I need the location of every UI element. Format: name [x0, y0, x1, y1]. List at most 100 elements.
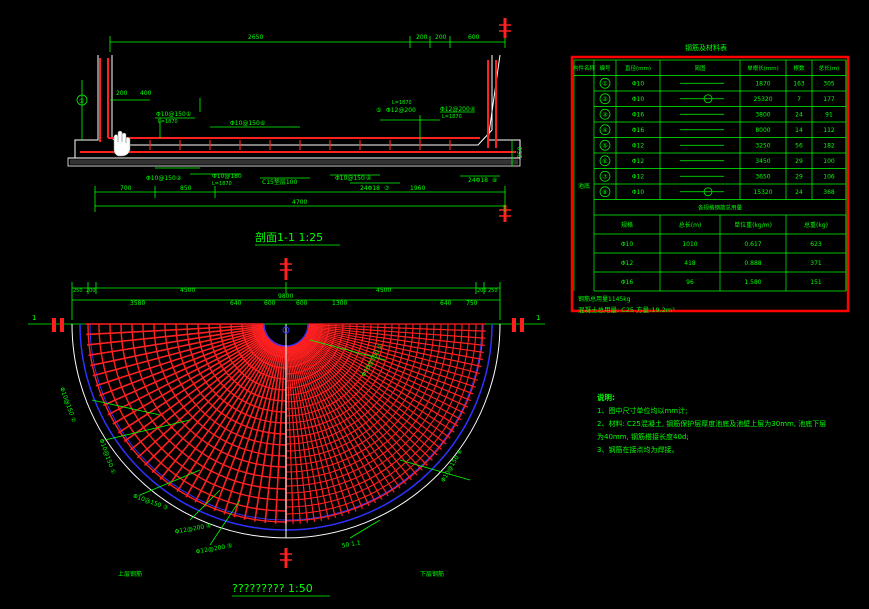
notes-title: 说明: [597, 392, 615, 402]
section-label-2-num: ⑥ [260, 120, 265, 127]
plan-dim-l1: 250 [73, 288, 83, 294]
footer-concrete: 混凝土总用量: C25 方量:19.2m³ [578, 305, 675, 314]
table-cell-number: ⑤ [602, 142, 607, 149]
plan-left-label-2: Φ10@150 ① [97, 438, 116, 475]
table-cell-total: 106 [823, 173, 835, 180]
note-2: 2、材料: C25混凝土, 钢筋保护层厚度池底及池壁上层为30mm, 池底下层 [597, 419, 826, 428]
summary-header-cell: 单位重(kg/m) [734, 221, 772, 229]
section-label-5-sub: L=1870 [392, 100, 412, 106]
summary-cell: 151 [810, 279, 822, 286]
section-label-4: Φ10@180 [212, 173, 242, 180]
table-cell-total: 91 [825, 111, 833, 118]
dim-total: 4700 [292, 199, 307, 206]
note-1: 1、图中尺寸单位均以mm计; [597, 406, 687, 415]
section-label-6-sub: L=1870 [442, 114, 462, 120]
concrete-label: C15垫层100 [262, 178, 297, 186]
summary-cell: 418 [684, 260, 696, 267]
table-cell-diameter: Φ16 [632, 127, 645, 134]
summary-cell: 1010 [682, 241, 697, 248]
plan-left-label-3: Φ10@150 ③ [132, 493, 169, 512]
plan-left-label-4: Φ12@200 ④ [174, 522, 212, 535]
section-label-7: Φ10@150 [335, 175, 365, 182]
plan-sub-r4: 750 [466, 300, 478, 307]
summary-cell: 0.888 [744, 260, 761, 267]
table-cell-count: 29 [795, 158, 803, 165]
dim-top-4: 600 [468, 34, 480, 41]
plan-center-dim: 9800 [278, 293, 293, 300]
row-number-circle [599, 155, 611, 167]
table-header-cell: 编号 [599, 64, 611, 72]
section-marker: ① [79, 98, 84, 105]
row-number-circle [599, 77, 611, 89]
table-cell-number: ⑦ [602, 173, 608, 180]
plan-title: ????????? 1:50 [232, 582, 313, 595]
table-cell-length: 3450 [755, 158, 770, 165]
summary-cell: Φ12 [621, 260, 634, 267]
note-4: 3、钢筋在接点均为焊接。 [597, 445, 678, 454]
section-label-5: Φ12@200 [386, 107, 416, 114]
section-label-5-num: ⑤ [376, 107, 381, 114]
plan-sub-r2: 1300 [332, 300, 347, 307]
summary-cell: 96 [686, 279, 694, 286]
section-label-9: 24Φ18 [468, 177, 488, 184]
row-number-circle [599, 108, 611, 120]
dim-left-2: 400 [140, 90, 152, 97]
table-cell-total: 182 [823, 142, 835, 149]
plan-sub-r3: 640 [440, 300, 452, 307]
plan-sub-r1: 600 [296, 300, 308, 307]
plan-sub-l3: 600 [264, 300, 276, 307]
table-cell-count: 56 [795, 142, 803, 149]
dim-left-1: 200 [116, 90, 128, 97]
section-label-8: 24Φ18 [360, 185, 380, 192]
table-cell-diameter: Φ12 [632, 158, 645, 165]
table-cell-total: 305 [823, 80, 835, 87]
section-label-4-sub: L=1870 [212, 181, 232, 187]
row-number-circle [599, 186, 611, 198]
summary-title: 各规格钢筋总用量 [698, 204, 743, 212]
section-label-3: Φ10@150 [146, 175, 176, 182]
plan-dim-r3: 250 [488, 288, 498, 294]
row-number-circle [599, 170, 611, 182]
section-label-1: Φ10@150 [156, 111, 186, 118]
summary-cell: 1.580 [744, 279, 761, 286]
member-name: 池底 [578, 182, 590, 190]
table-cell-length: 3250 [755, 142, 770, 149]
summary-header-cell: 总重(kg) [804, 221, 828, 229]
table-header-cell: 直径(mm) [625, 64, 651, 72]
section-label-3-num: ② [176, 175, 182, 182]
plan-dim-r2: 200 [477, 288, 487, 294]
plan-dim-r1: 4500 [376, 287, 391, 294]
note-3: 为40mm, 钢筋搭接长度40d; [597, 432, 689, 441]
dim-top-3: 200 [435, 34, 447, 41]
table-header-cell: 单根长(mm) [747, 64, 779, 72]
table-header-cell: 构件名称 [573, 64, 596, 72]
section-drawing: 2650 200 200 600 [67, 18, 524, 222]
plan-section-mark-right: 1 [536, 314, 540, 322]
table-cell-length: 3800 [755, 111, 770, 118]
table-cell-count: 14 [795, 127, 803, 134]
summary-cell: Φ16 [621, 279, 634, 286]
table-cell-total: 368 [823, 189, 835, 196]
plan-sub-l2: 640 [230, 300, 242, 307]
table-cell-length: 25320 [753, 96, 772, 103]
table-cell-count: 24 [795, 111, 803, 118]
table-cell-number: ② [602, 96, 608, 103]
table-cell-number: ④ [602, 127, 607, 134]
plan-right-label-2: Φ10@150 ⑥ [440, 448, 465, 484]
table-cell-count: 24 [795, 189, 803, 196]
table-cell-length: 3650 [755, 173, 770, 180]
table-title: 钢筋及材料表 [685, 43, 727, 52]
plan-dim-l3: 4500 [180, 287, 195, 294]
lower-rebar-label: 下层钢筋 [420, 570, 444, 578]
rebar-grid [86, 323, 486, 524]
section-label-7-num: ④ [366, 175, 371, 182]
table-header-cell: 根数 [793, 64, 805, 72]
plan-dim-l2: 200 [86, 288, 96, 294]
plan-right-label-3: 50 1.1 [341, 539, 361, 549]
table-cell-diameter: Φ10 [632, 189, 645, 196]
plan-sub-l1: 3580 [130, 300, 145, 307]
plan-section-mark-left: 1 [32, 314, 36, 322]
table-cell-count: 163 [793, 80, 805, 87]
plan-left-label-5: Φ12@200 ⑤ [195, 542, 233, 555]
